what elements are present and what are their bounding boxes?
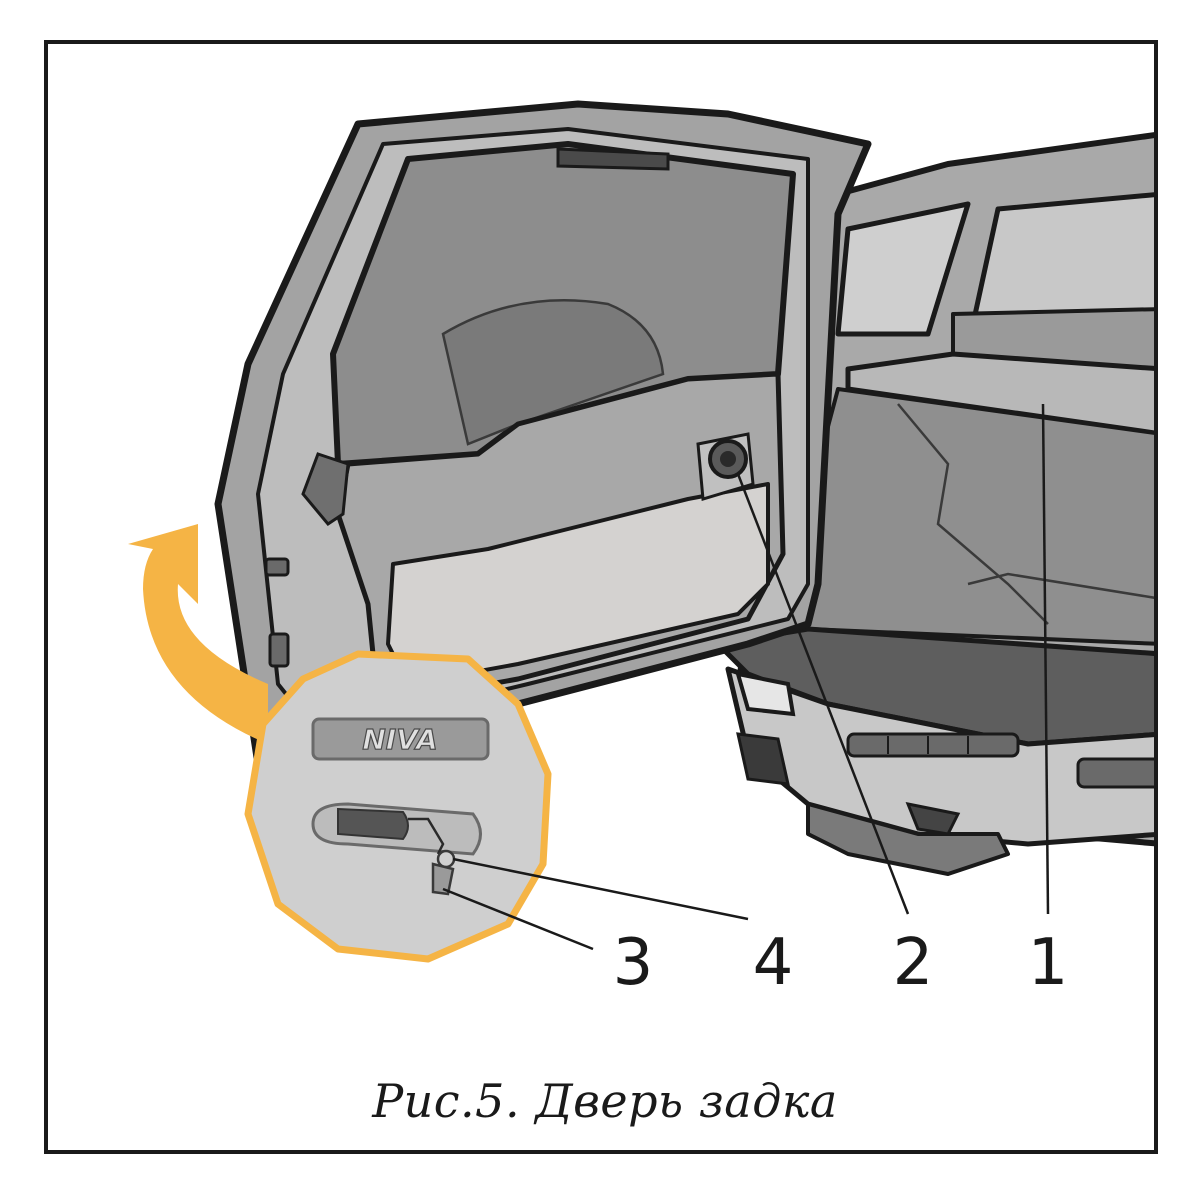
callout-4: 4 [753,926,794,1000]
tailgate-illustration: NIVA 3 4 2 1 [48,44,1158,1154]
callout-2: 2 [893,926,934,1000]
badge-text: NIVA [362,723,437,756]
callout-3: 3 [613,926,654,1000]
callout-numbers: 3 4 2 1 [613,926,1069,1000]
figure-frame: NIVA 3 4 2 1 Рис.5. Дверь задка [44,40,1158,1154]
callout-1: 1 [1028,926,1069,1000]
figure-caption: Рис.5. Дверь задка [48,1074,1158,1128]
niva-badge: NIVA [313,719,488,759]
